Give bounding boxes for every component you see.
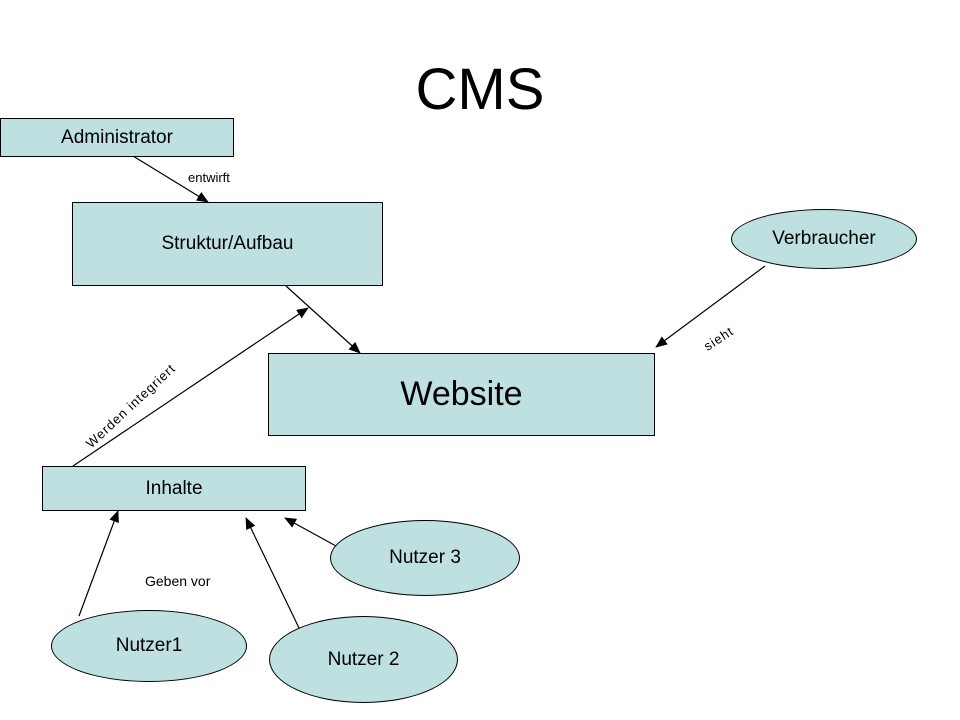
arrow-struktur-to-website [285,285,361,354]
arrow-nutzer2-to-inhalte [245,517,301,631]
node-verbraucher: Verbraucher [731,209,917,269]
arrow-nutzer1-to-inhalte [78,510,119,617]
edge-label-entwirft: entwirft [188,170,230,185]
arrow-verbraucher-to-website [655,265,766,348]
node-nutzer2: Nutzer 2 [269,616,458,703]
node-nutzer3: Nutzer 3 [330,520,520,596]
node-inhalte: Inhalte [42,466,306,511]
node-struktur-aufbau: Struktur/Aufbau [72,202,383,286]
node-administrator: Administrator [0,118,234,157]
node-website: Website [268,353,655,436]
arrow-inhalte-to-struktur [72,307,309,467]
page-title: CMS [415,57,545,122]
edge-label-geben-vor: Geben vor [145,573,211,589]
arrow-administrator-to-struktur [132,155,209,203]
node-nutzer1: Nutzer1 [51,610,247,682]
arrow-nutzer3-to-inhalte [284,517,337,547]
